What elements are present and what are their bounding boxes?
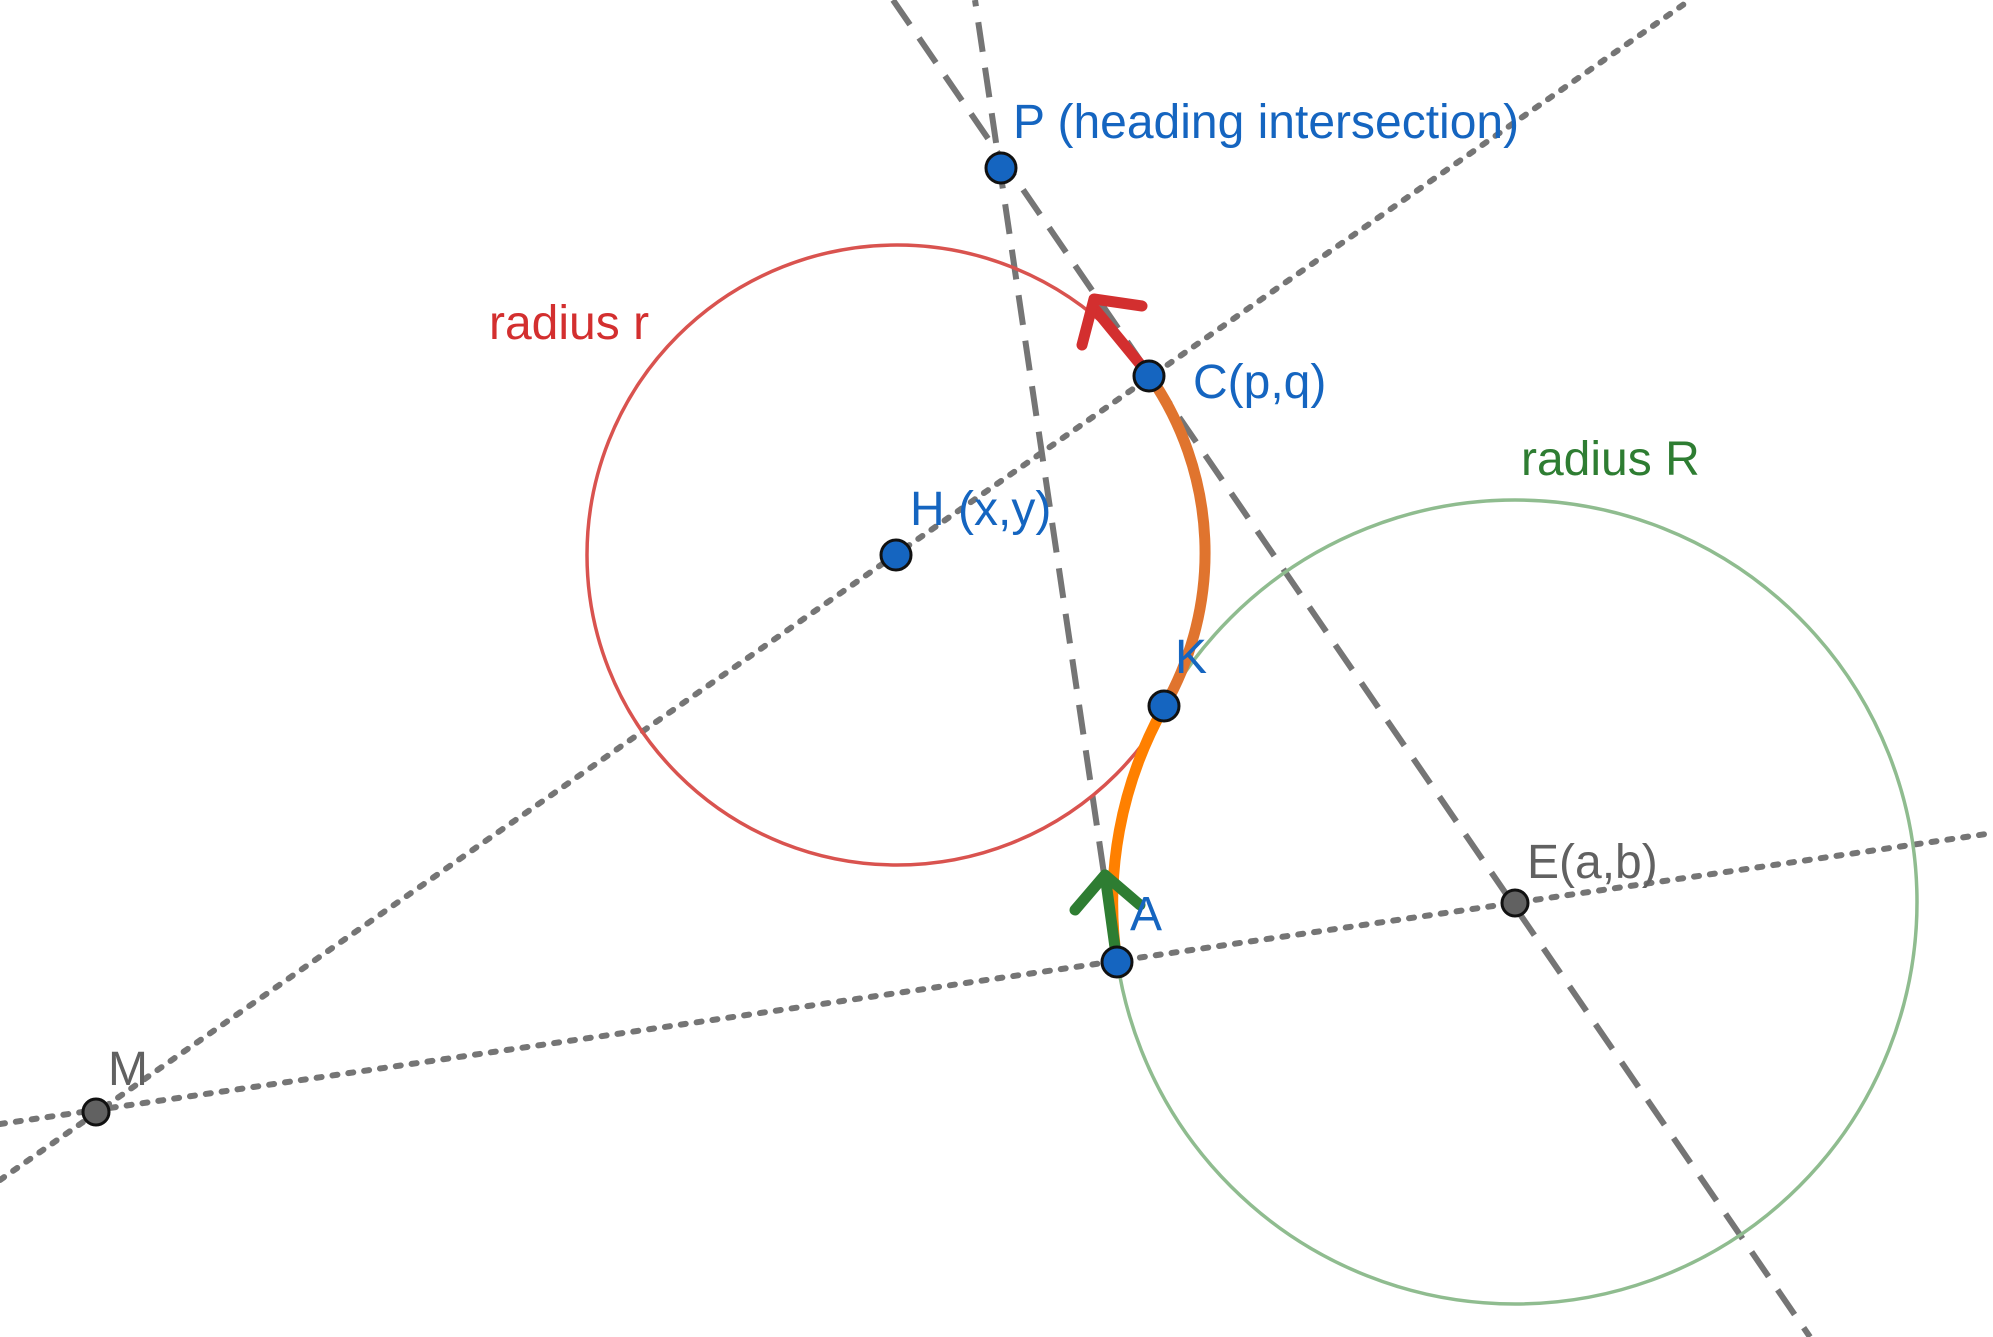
point-H[interactable] [879,538,913,572]
label-K: K [1175,631,1207,684]
point-K[interactable] [1147,689,1181,723]
label-radius-R: radius R [1521,433,1700,486]
label-C: C(p,q) [1193,356,1326,409]
label-H: H (x,y) [910,483,1051,536]
point-M[interactable] [81,1097,111,1127]
label-E: E(a,b) [1527,836,1658,889]
point-P[interactable] [984,151,1018,185]
point-E[interactable] [1500,888,1530,918]
dotted-line-mhc [0,0,1693,1183]
label-M: M [108,1043,148,1096]
point-A[interactable] [1100,945,1134,979]
path-arc-k-to-c [1143,369,1211,713]
dashed-heading-line-c [890,0,1813,1337]
label-P: P (heading intersection) [1013,96,1519,149]
label-radius-r: radius r [489,297,649,350]
label-A: A [1130,888,1162,941]
point-C[interactable] [1132,359,1166,393]
dotted-line-mae [0,830,1993,1127]
